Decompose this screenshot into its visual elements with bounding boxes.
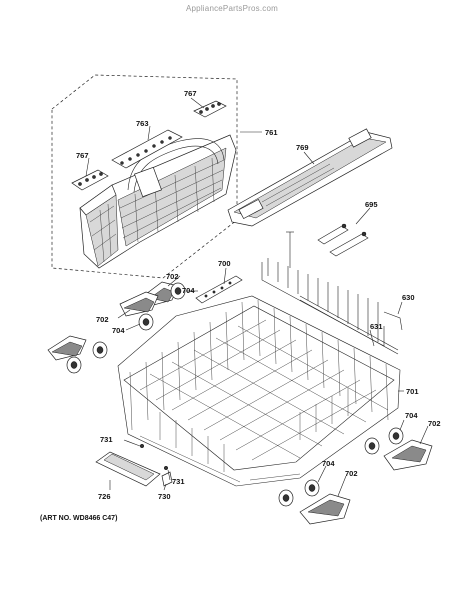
basket-cover-767-left[interactable] [71,169,109,191]
rack-handle-726[interactable] [95,451,161,487]
wheel-704-e[interactable] [388,427,404,445]
callout-763: 763 [136,119,149,128]
callout-695: 695 [365,200,378,209]
wheel-704-h[interactable] [278,489,294,507]
callout-731-b: 731 [172,477,185,486]
callout-726: 726 [98,492,111,501]
roller-assembly-702-b[interactable] [119,291,159,317]
silverware-basket[interactable] [79,134,237,269]
clip-set-695[interactable] [317,223,369,257]
callout-767-left: 767 [76,151,89,160]
tine-row-630[interactable] [261,231,385,347]
callout-704-top: 704 [182,286,195,295]
art-number: (ART NO. WD8466 C47) [40,515,118,522]
wheel-704-a[interactable] [170,282,186,300]
wheel-704-d[interactable] [66,356,82,374]
callout-702-right: 702 [428,419,441,428]
callout-701: 701 [406,387,419,396]
callout-631: 631 [370,322,383,331]
roller-assembly-702-d[interactable] [383,439,433,471]
callout-702-bottom: 702 [345,469,358,478]
rack-strip-700[interactable] [195,275,243,304]
callout-704-bottom: 704 [322,459,335,468]
callout-700: 700 [218,259,231,268]
callout-704-right: 704 [405,411,418,420]
rack-rail-769[interactable] [227,128,393,227]
callout-730: 730 [158,492,171,501]
roller-assembly-702-e[interactable] [299,493,351,525]
wheel-704-b[interactable] [138,313,154,331]
basket-cover-767-top[interactable] [193,100,227,118]
basket-cover-763[interactable] [111,129,183,169]
leader-lines [85,97,429,497]
callout-704-mid: 704 [112,326,125,335]
callout-702-top: 702 [166,272,179,281]
callout-769: 769 [296,143,309,152]
callout-731-a: 731 [100,435,113,444]
wheel-704-g[interactable] [304,479,320,497]
callout-767-top: 767 [184,89,197,98]
lower-dish-rack-701[interactable] [117,295,401,487]
watermark: AppliancePartsPros.com [186,4,278,13]
callout-761: 761 [265,128,278,137]
wheel-704-c[interactable] [92,341,108,359]
wheel-704-f[interactable] [364,437,380,455]
roller-assembly-702-c[interactable] [47,335,87,361]
screw-731-b[interactable] [163,465,169,471]
screw-731-a[interactable] [139,443,145,449]
clip-730[interactable] [161,471,173,487]
callout-702-mid: 702 [96,315,109,324]
tine-bar-631[interactable] [299,295,403,355]
callout-630: 630 [402,293,415,302]
